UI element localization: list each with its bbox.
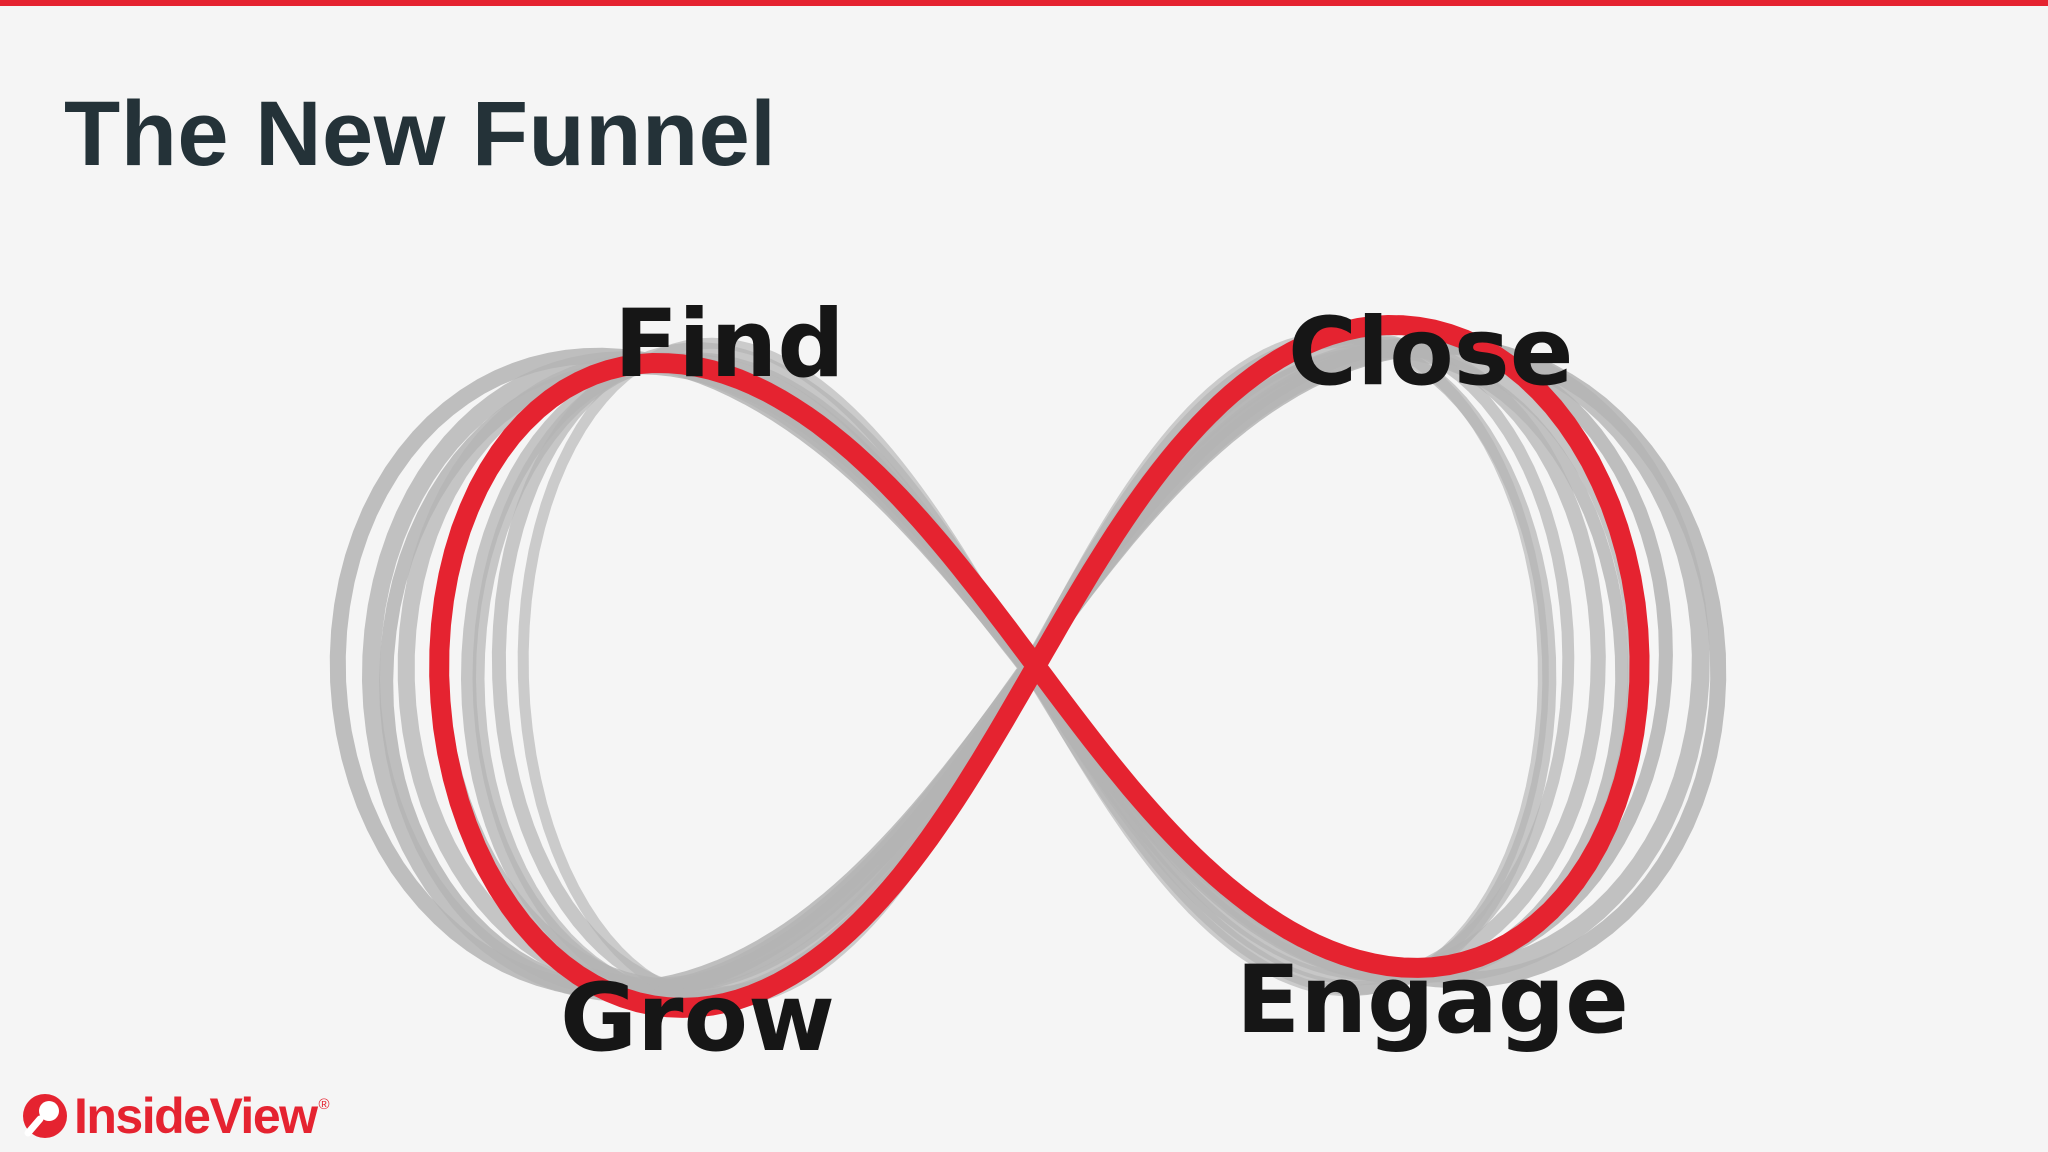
red-funnel-loop <box>429 315 1650 1018</box>
insideview-logo: InsideView ® <box>20 1088 330 1144</box>
logo-wordmark: InsideView <box>74 1088 318 1144</box>
stage-label-engage: Engage <box>1236 946 1629 1055</box>
logo-registered-mark: ® <box>318 1096 330 1113</box>
top-accent-bar <box>0 0 2048 6</box>
stage-label-close: Close <box>1288 298 1574 407</box>
insideview-logo-icon <box>23 1094 67 1138</box>
gray-loop-stroke <box>517 331 1549 1007</box>
stage-label-grow: Grow <box>560 964 835 1073</box>
slide-title: The New Funnel <box>64 83 777 185</box>
stage-label-find: Find <box>614 290 845 399</box>
